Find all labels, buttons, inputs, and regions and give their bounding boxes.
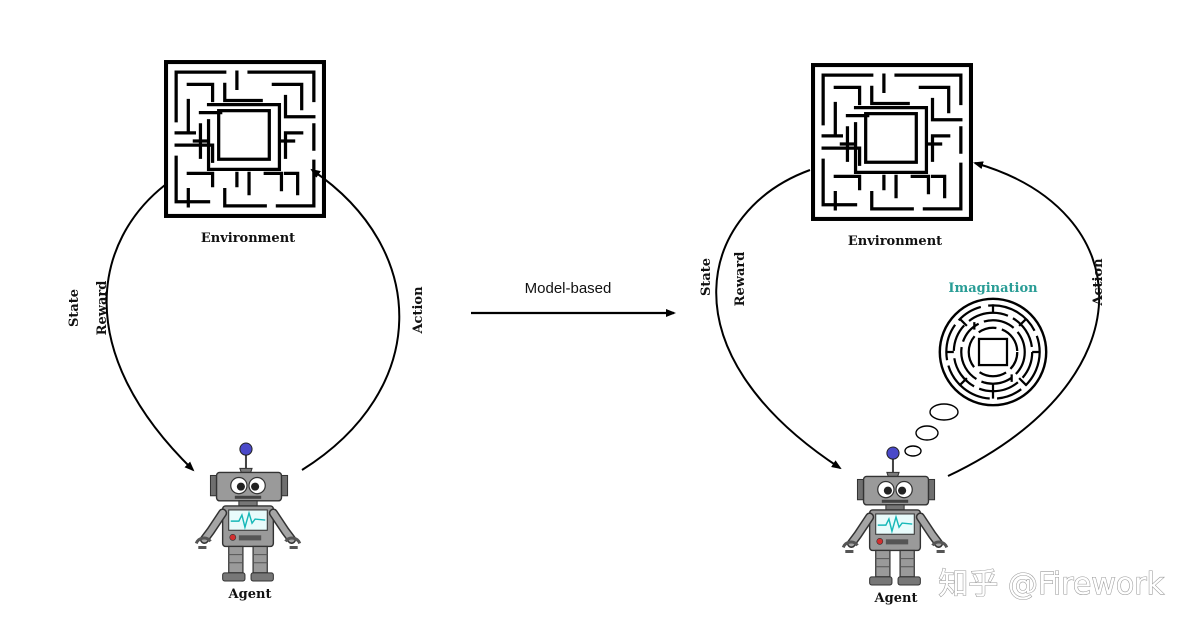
imagination-maze-icon [938,297,1048,407]
reward-label: Reward [95,281,110,336]
environment-label: Environment [848,234,942,249]
thought-bubble-medium [915,425,939,441]
environment-label: Environment [201,231,295,246]
agent-label: Agent [874,591,918,606]
thought-bubble-large [929,403,959,421]
left-panel: Environment State Reward Action Agent [67,62,426,602]
right-panel: Environment State Reward Action Imaginat… [699,65,1165,606]
state-reward-arrow [715,169,842,470]
environment-maze-icon [813,65,971,219]
action-arrow [947,161,1101,477]
agent-label: Agent [228,587,272,602]
action-label: Action [1091,258,1106,307]
action-label: Action [411,286,426,335]
action-arrow [301,168,401,471]
reward-label: Reward [733,252,748,307]
agent-robot-icon [196,443,299,581]
transition: Model-based [471,280,676,317]
thought-bubble-small [904,445,922,457]
watermark: 知乎 @Firework [938,567,1164,602]
imagination-label: Imagination [948,281,1038,296]
state-label: State [699,258,714,296]
state-reward-arrow [105,184,195,472]
agent-robot-icon [843,447,946,585]
environment-maze-icon [166,62,324,216]
state-label: State [67,289,82,327]
model-based-label: Model-based [525,280,612,297]
